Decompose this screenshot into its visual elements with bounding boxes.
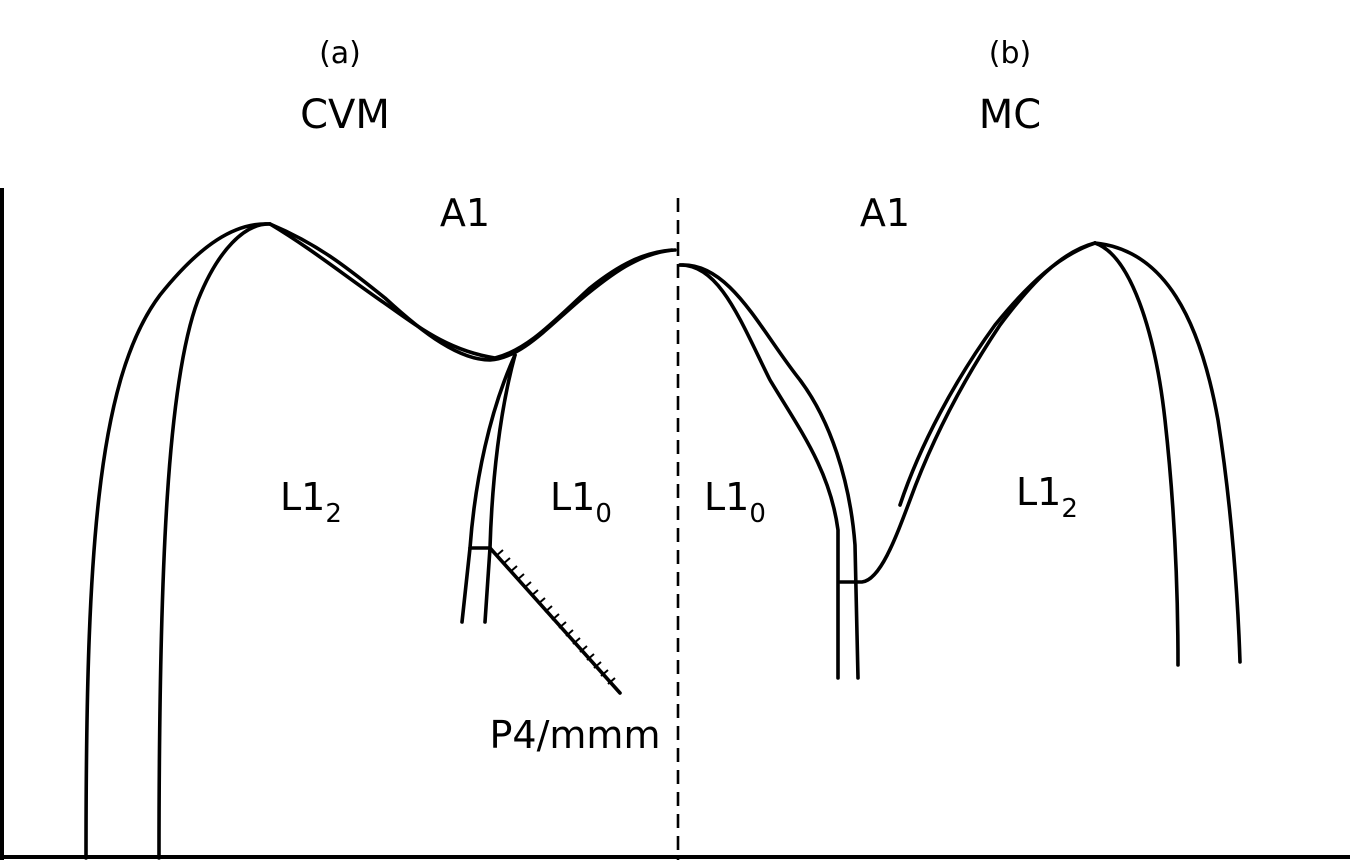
phase-label-b-L12: L12 [1016, 470, 1078, 524]
phase-label-a-L10-base: L1 [550, 475, 595, 519]
b-left-tie-line [838, 241, 1097, 584]
a-inner-boundary-inner [483, 353, 517, 624]
annotation-p4mmm: P4/mmm [490, 713, 661, 757]
panel-a-method: CVM [300, 92, 390, 138]
a-inner-boundary-outer [460, 353, 517, 624]
a-top-boundary-upper [268, 222, 674, 360]
panel-b-tag: (b) [989, 36, 1031, 71]
phase-label-a-L12: L12 [280, 475, 342, 529]
a-inner-left-boundary [157, 222, 272, 860]
a-outer-left-boundary [84, 222, 272, 860]
panel-b-method: MC [979, 92, 1041, 138]
hatched-line-stroke [488, 546, 622, 695]
panel-a-tag: (a) [319, 36, 361, 71]
phase-label-b-A1: A1 [860, 191, 910, 235]
phase-label-a-L10-sub: 0 [595, 499, 612, 529]
phase-label-a-L12-sub: 2 [325, 499, 342, 529]
phase-label-b-L12-sub: 2 [1061, 494, 1078, 524]
phase-label-b-L10-base: L1 [704, 475, 749, 519]
b-left-inner-boundary [678, 263, 860, 680]
a-top-boundary-lower [268, 222, 677, 362]
p4mmm-hatched-line [488, 546, 622, 695]
panel-a-curves [84, 222, 677, 860]
b-right-upper-boundary [898, 241, 1097, 507]
phase-label-b-L12-base: L1 [1016, 470, 1061, 514]
b-left-outer-boundary [678, 263, 840, 680]
phase-label-a-L10: L10 [550, 475, 612, 529]
hatched-line-ticks [495, 549, 616, 685]
phase-label-b-L10: L10 [704, 475, 766, 529]
phase-label-a-L12-base: L1 [280, 475, 325, 519]
b-right-outer-boundary [1093, 241, 1242, 664]
phase-label-b-L10-sub: 0 [749, 499, 766, 529]
phase-label-a-A1: A1 [440, 191, 490, 235]
panel-b-curves [678, 241, 1242, 680]
b-right-inner-boundary [1093, 241, 1180, 667]
